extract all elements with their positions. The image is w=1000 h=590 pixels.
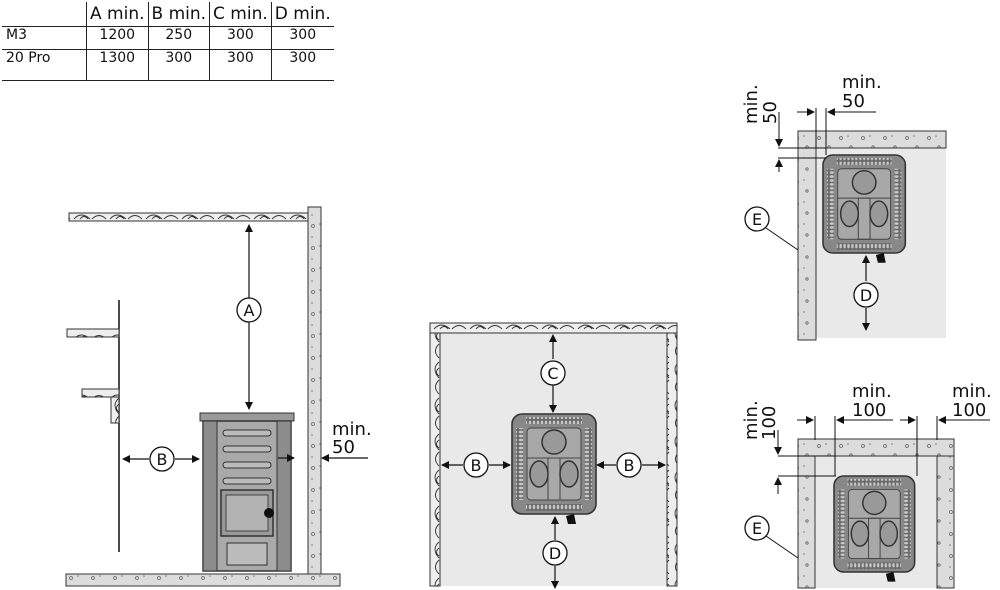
- niche-wall-top: [797, 438, 955, 457]
- label-min-horiz-upper: min.: [842, 72, 882, 93]
- table-cell: 300: [209, 26, 272, 50]
- table-cell: 300: [147, 49, 210, 72]
- label-100-horiz-lower-left: 100: [852, 400, 886, 421]
- table-row: M3 1200 250 300 300: [2, 26, 334, 50]
- clearance-table: A min. B min. C min. D min. M3 1200 250 …: [2, 2, 334, 81]
- label-e-upper: E: [752, 210, 762, 229]
- side-view: A B min. 50: [65, 206, 372, 587]
- label-b-left: B: [471, 456, 482, 475]
- heater-top-center: [511, 413, 597, 525]
- table-row: 20 Pro 1300 300 300 300: [2, 49, 334, 72]
- label-50-side: 50: [332, 437, 355, 458]
- ceiling-wood: [68, 212, 310, 222]
- label-c: C: [547, 364, 558, 383]
- table-cell: 1300: [86, 49, 148, 72]
- wall-concrete: [307, 206, 322, 576]
- label-e-lower: E: [752, 519, 762, 538]
- heater-side: [199, 412, 295, 572]
- label-min-vert-upper: min.: [741, 84, 762, 124]
- label-50-horiz-upper: 50: [842, 91, 865, 112]
- bench-lower: [81, 388, 120, 398]
- table-spacer-row: [2, 72, 334, 81]
- table-cell-model: 20 Pro: [6, 50, 51, 66]
- top-view-niche-lower: min. 100 min. 100 min. 100 E: [741, 381, 992, 589]
- niche-wall-right: [936, 455, 955, 589]
- label-a: A: [244, 301, 255, 320]
- wall-wood-top: [429, 322, 678, 334]
- label-min-horiz-lower-right: min.: [952, 381, 992, 402]
- table-cell: 300: [270, 49, 334, 72]
- table-cell: 1200: [86, 26, 148, 50]
- label-b-right: B: [624, 456, 635, 475]
- corner-wall-left: [797, 147, 817, 341]
- wall-wood-right: [666, 332, 678, 587]
- table-header-row: A min. B min. C min. D min.: [2, 2, 334, 27]
- table-header-model: [2, 2, 87, 27]
- label-d-upper: D: [860, 286, 872, 305]
- heater-top-corner-upper: [822, 154, 907, 264]
- table-header-b: B min.: [147, 2, 210, 27]
- table-cell: 250: [147, 26, 210, 50]
- label-min-vert-lower: min.: [741, 400, 762, 440]
- label-100-horiz-lower-right: 100: [952, 400, 986, 421]
- bench-support: [110, 396, 120, 424]
- wall-wood-left: [429, 332, 441, 587]
- floor-concrete: [65, 573, 341, 587]
- label-b-side: B: [157, 450, 168, 469]
- label-50-vert-upper: 50: [760, 101, 781, 124]
- table-cell-model: M3: [2, 26, 87, 50]
- table-cell: 300: [270, 26, 334, 50]
- top-view-corner-upper: min. min. 50 E D: [741, 72, 947, 341]
- bench-upper: [66, 328, 120, 338]
- label-d-center: D: [549, 544, 561, 563]
- table-header-d: D min.: [270, 2, 334, 27]
- table-header-c: C min.: [209, 2, 272, 27]
- label-min-horiz-lower-left: min.: [852, 381, 892, 402]
- table-header-a: A min.: [86, 2, 148, 27]
- label-100-vert-lower: 100: [759, 406, 780, 440]
- label-min-side: min.: [332, 419, 372, 440]
- heater-top-niche: [833, 475, 916, 583]
- corner-wall-top: [797, 130, 947, 149]
- top-view-center: C D B B: [429, 322, 678, 589]
- table-cell: 300: [209, 49, 272, 72]
